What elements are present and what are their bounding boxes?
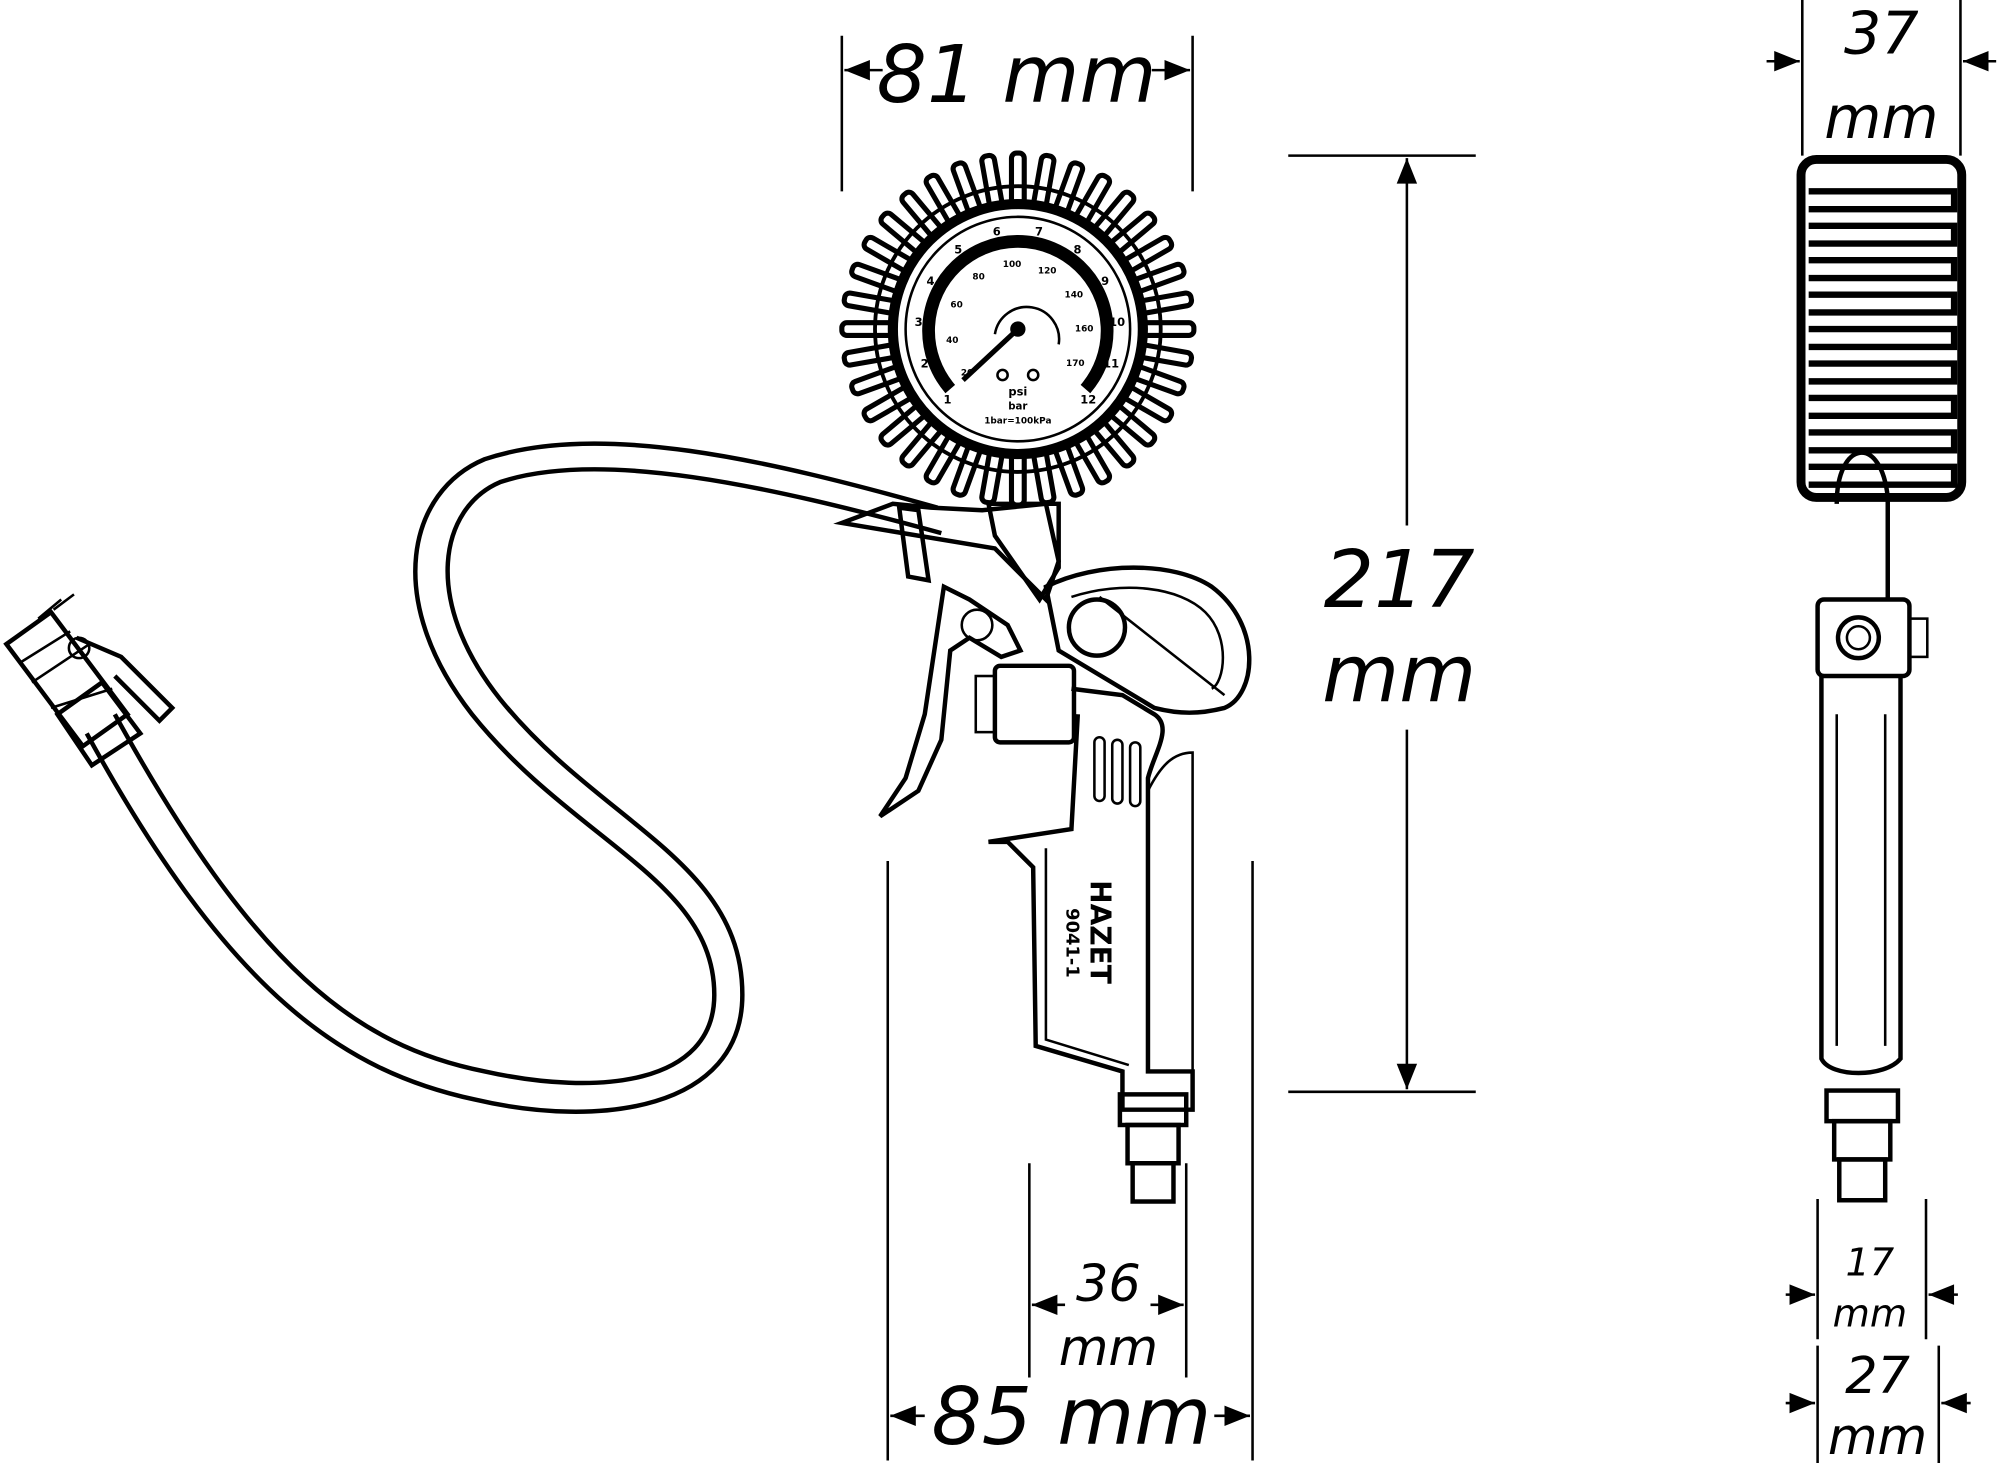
- inflator-gun: HAZET 9041-1: [833, 501, 1252, 1204]
- svg-text:mm: mm: [1833, 1292, 1908, 1337]
- svg-text:mm: mm: [1828, 1408, 1927, 1463]
- model-number: 9041-1: [1061, 908, 1082, 977]
- psi-scale-label: 160: [1075, 324, 1094, 334]
- guard-ridge: [1808, 188, 1958, 213]
- unit-conversion: 1bar=100kPa: [984, 416, 1051, 426]
- unit-bar: bar: [1008, 401, 1027, 412]
- svg-text:81 mm: 81 mm: [877, 29, 1157, 121]
- dimension-37mm: 37 mm: [1766, 0, 1997, 156]
- dimension-27mm: 27 mm: [1785, 1345, 1971, 1463]
- psi-scale-label: 40: [946, 336, 958, 346]
- svg-text:mm: mm: [1059, 1319, 1158, 1378]
- psi-scale-label: 170: [1066, 359, 1085, 369]
- guard-ridge: [1808, 257, 1958, 282]
- svg-text:mm: mm: [1824, 84, 1938, 152]
- psi-scale-label: 120: [1038, 266, 1057, 276]
- psi-scale-label: 60: [950, 301, 962, 311]
- bar-scale-label: 12: [1080, 392, 1096, 406]
- dimension-17mm: 17 mm: [1785, 1198, 1958, 1340]
- guard-ridge: [1808, 325, 1958, 351]
- bar-scale-label: 5: [954, 242, 962, 256]
- chuck-coupler: [3, 593, 176, 769]
- bar-scale-label: 4: [927, 274, 935, 288]
- bar-scale-label: 2: [921, 357, 929, 371]
- brand-mark: HAZET: [1084, 880, 1117, 984]
- bar-scale-label: 8: [1073, 242, 1081, 256]
- guard-ridge: [1808, 429, 1958, 454]
- bar-scale-label: 10: [1109, 315, 1125, 329]
- svg-text:217: 217: [1324, 534, 1475, 626]
- svg-text:36: 36: [1076, 1255, 1141, 1314]
- guard-ridge: [1808, 291, 1958, 316]
- psi-scale-label: 140: [1064, 290, 1083, 300]
- side-view: [1796, 154, 1967, 1203]
- guard-ridge: [1808, 360, 1958, 385]
- unit-psi: psi: [1008, 384, 1027, 398]
- psi-scale-label: 80: [972, 272, 984, 282]
- svg-text:37: 37: [1844, 0, 1919, 68]
- psi-scale-label: 100: [1003, 260, 1022, 270]
- bar-scale-label: 6: [993, 225, 1001, 239]
- bar-scale-label: 7: [1035, 225, 1043, 239]
- svg-text:17: 17: [1846, 1241, 1895, 1286]
- bar-scale-label: 11: [1103, 357, 1119, 371]
- svg-text:85 mm: 85 mm: [932, 1371, 1212, 1463]
- bar-scale-label: 1: [944, 392, 952, 406]
- dimension-36mm: 36 mm: [1028, 1163, 1188, 1378]
- hose: [84, 441, 942, 1114]
- guard-ridge: [1808, 394, 1958, 420]
- guard-ridge: [1808, 222, 1958, 247]
- bar-scale-label: 3: [915, 315, 923, 329]
- dimension-217mm: 217 mm: [1288, 154, 1476, 1094]
- dimension-81mm: 81 mm: [840, 29, 1194, 192]
- bar-scale-label: 9: [1101, 274, 1109, 288]
- svg-text:mm: mm: [1322, 629, 1476, 721]
- dimension-85mm: 85 mm: [886, 860, 1254, 1463]
- svg-text:27: 27: [1845, 1347, 1910, 1406]
